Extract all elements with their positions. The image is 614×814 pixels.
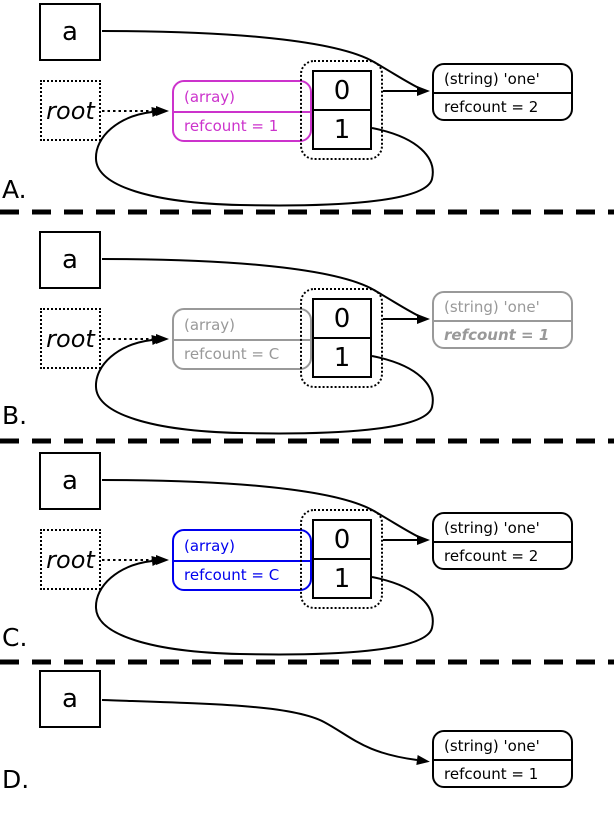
array-refcount-label: refcount = C xyxy=(184,565,280,584)
string-refcount-label: refcount = 2 xyxy=(444,97,539,116)
cell-0: 0 xyxy=(333,524,351,555)
panel-label-b: B. xyxy=(2,401,28,430)
string-refcount-label: refcount = 1 xyxy=(444,325,550,344)
string-refcount-label: refcount = 1 xyxy=(444,764,539,783)
array-cells-box: 0 1 xyxy=(312,298,372,378)
variable-box-a: a xyxy=(39,670,101,728)
array-refcount-label: refcount = C xyxy=(184,344,280,363)
string-refcount-label: refcount = 2 xyxy=(444,546,539,565)
root-box: root xyxy=(40,80,101,141)
root-box: root xyxy=(40,308,101,369)
cell-1: 1 xyxy=(314,337,370,376)
string-type-label: (string) 'one' xyxy=(434,65,571,94)
cell-1: 1 xyxy=(314,558,370,597)
string-node: (string) 'one' refcount = 2 xyxy=(432,512,573,570)
cell-1: 1 xyxy=(314,109,370,148)
array-node: (array) refcount = 1 xyxy=(172,80,312,142)
string-node: (string) 'one' refcount = 1 xyxy=(432,730,573,788)
array-refcount-label: refcount = 1 xyxy=(184,116,279,135)
array-cells-box: 0 1 xyxy=(312,70,372,150)
variable-label: a xyxy=(62,245,78,275)
arrow-a-to-string xyxy=(101,699,430,765)
array-node: (array) refcount = C xyxy=(172,308,312,370)
string-type-label: (string) 'one' xyxy=(434,514,571,543)
string-type-label: (string) 'one' xyxy=(434,732,571,761)
root-label: root xyxy=(46,96,95,125)
array-cells-box: 0 1 xyxy=(312,519,372,599)
panel-label-d: D. xyxy=(2,765,30,794)
root-label: root xyxy=(46,545,95,574)
array-type-label: (array) xyxy=(174,531,310,562)
variable-box-a: a xyxy=(39,452,101,510)
string-type-label: (string) 'one' xyxy=(434,293,571,322)
string-node: (string) 'one' refcount = 1 xyxy=(432,291,573,349)
panel-label-c: C. xyxy=(2,623,28,652)
panel-d-arrows xyxy=(101,699,430,765)
root-box: root xyxy=(40,529,101,590)
array-type-label: (array) xyxy=(174,310,310,341)
array-type-label: (array) xyxy=(174,82,310,113)
variable-label: a xyxy=(62,684,78,714)
array-node: (array) refcount = C xyxy=(172,529,312,591)
cell-0: 0 xyxy=(333,75,351,106)
variable-box-a: a xyxy=(39,231,101,289)
string-node: (string) 'one' refcount = 2 xyxy=(432,63,573,121)
variable-label: a xyxy=(62,17,78,47)
cell-0: 0 xyxy=(333,303,351,334)
panel-label-a: A. xyxy=(2,175,27,204)
root-label: root xyxy=(46,324,95,353)
variable-label: a xyxy=(62,466,78,496)
variable-box-a: a xyxy=(39,3,101,61)
